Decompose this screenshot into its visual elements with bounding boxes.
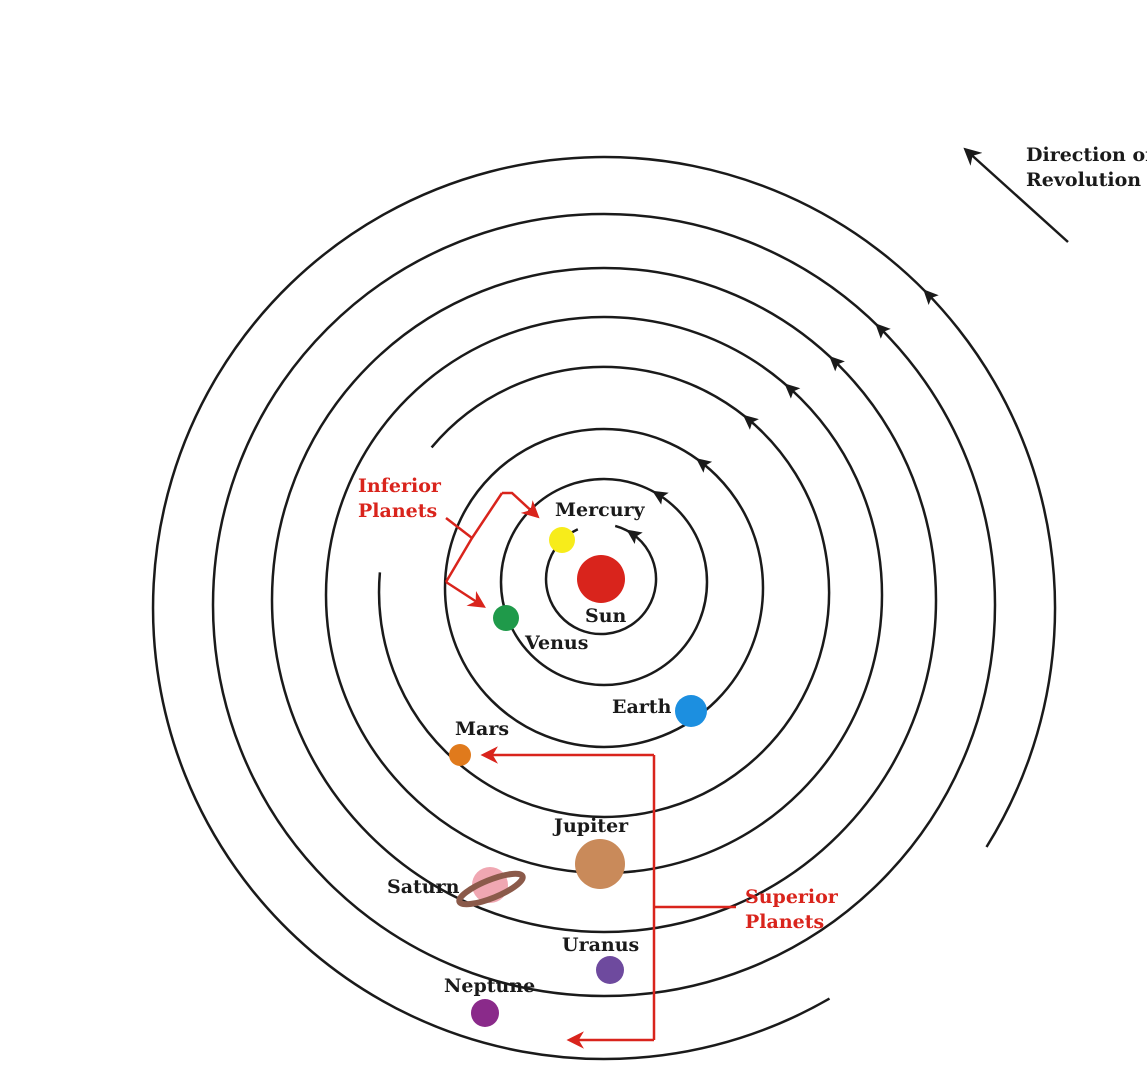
orbit-8 bbox=[151, 155, 1057, 1061]
inferior-label-line2: Planets bbox=[358, 500, 437, 522]
inferior-arrow-venus bbox=[445, 580, 486, 608]
orbit-2-arrow bbox=[652, 490, 669, 505]
planet-earth: Earth bbox=[612, 695, 707, 727]
neptune-label: Neptune bbox=[444, 975, 535, 997]
orbit-3-arrow bbox=[696, 458, 713, 473]
planet-neptune: Neptune bbox=[444, 975, 535, 1027]
inferior-label-line1: Inferior bbox=[358, 475, 442, 497]
direction-indicator: Direction of Revolution bbox=[963, 144, 1147, 243]
orbit-7-arrow bbox=[875, 323, 891, 339]
orbit-5-arrow bbox=[784, 383, 801, 399]
earth-body bbox=[675, 695, 707, 727]
jupiter-body bbox=[575, 839, 625, 889]
orbit-6-arrow bbox=[829, 356, 845, 372]
saturn-label: Saturn bbox=[387, 876, 460, 898]
orbit-6 bbox=[270, 266, 938, 934]
jupiter-label: Jupiter bbox=[552, 815, 629, 837]
venus-body bbox=[493, 605, 519, 631]
mars-body bbox=[449, 744, 471, 766]
mercury-label: Mercury bbox=[555, 499, 646, 521]
sun: Sun bbox=[577, 555, 627, 627]
inferior-arrow-mercury bbox=[502, 491, 540, 519]
sun-body bbox=[577, 555, 625, 603]
orbit-3 bbox=[443, 427, 765, 749]
orbit-2 bbox=[499, 477, 709, 687]
saturn-ring bbox=[456, 870, 526, 908]
inferior-bracket bbox=[444, 492, 504, 583]
superior-label-line2: Planets bbox=[745, 911, 824, 933]
direction-label-line1: Direction of bbox=[1026, 144, 1147, 166]
sun-label: Sun bbox=[585, 605, 627, 627]
planet-venus: Venus bbox=[493, 605, 588, 654]
superior-planets-annotation: Superior Planets bbox=[480, 746, 839, 1049]
orbit-1 bbox=[544, 524, 658, 636]
planet-saturn: Saturn bbox=[387, 867, 526, 908]
mercury-body bbox=[549, 527, 575, 553]
direction-arrow bbox=[963, 147, 1069, 243]
mars-label: Mars bbox=[455, 718, 509, 740]
planet-mars: Mars bbox=[449, 718, 509, 766]
planet-jupiter: Jupiter bbox=[552, 815, 629, 889]
planet-uranus: Uranus bbox=[562, 934, 639, 984]
uranus-label: Uranus bbox=[562, 934, 639, 956]
uranus-body bbox=[596, 956, 624, 984]
earth-label: Earth bbox=[612, 696, 672, 718]
inferior-leader bbox=[445, 517, 473, 539]
neptune-body bbox=[471, 999, 499, 1027]
orbit-8-arrow bbox=[923, 289, 939, 305]
orbit-7 bbox=[211, 212, 997, 998]
direction-label-line2: Revolution bbox=[1026, 169, 1141, 191]
orbit-1-arrow bbox=[626, 529, 643, 544]
superior-label-line1: Superior bbox=[745, 886, 839, 908]
venus-label: Venus bbox=[524, 632, 588, 654]
orbit-4-arrow bbox=[742, 414, 759, 430]
inferior-planets-annotation: Inferior Planets bbox=[358, 475, 540, 608]
planet-mercury: Mercury bbox=[549, 499, 646, 553]
